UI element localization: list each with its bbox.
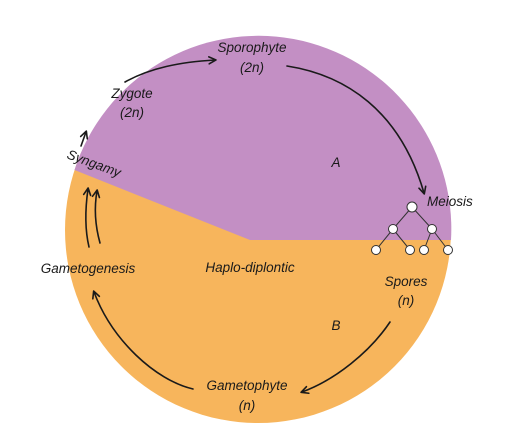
- gametophyte-label: Gametophyte: [206, 378, 287, 393]
- sporophyte-ploidy-label: (2n): [240, 60, 264, 75]
- zygote-ploidy-label: (2n): [120, 105, 144, 120]
- meiosis-tree-icon: [371, 201, 453, 255]
- spores-label: Spores: [385, 274, 428, 289]
- region-b-label: B: [331, 318, 340, 333]
- arrow-sporophyte-to-meiosis: [286, 65, 427, 195]
- arrow-gametogenesis-to-syngamy-inner: [91, 189, 101, 244]
- arrow-zygote-to-sporophyte: [124, 56, 217, 83]
- gametophyte-ploidy-label: (n): [239, 398, 256, 413]
- arrow-gametogenesis-to-syngamy-outer: [82, 187, 92, 248]
- gametogenesis-label: Gametogenesis: [41, 261, 136, 276]
- spores-ploidy-label: (n): [398, 293, 415, 308]
- region-a-label: A: [330, 155, 340, 170]
- zygote-label: Zygote: [110, 86, 152, 101]
- sporophyte-label: Sporophyte: [217, 40, 286, 55]
- arrow-spores-to-gametophyte: [300, 321, 391, 395]
- arrow-gametophyte-to-gametogenesis: [92, 290, 194, 390]
- diploid-region: [74, 35, 452, 240]
- arrow-syngamy-to-zygote: [79, 130, 89, 147]
- meiosis-label: Meiosis: [427, 194, 473, 209]
- haplo-diplontic-label: Haplo-diplontic: [205, 260, 295, 275]
